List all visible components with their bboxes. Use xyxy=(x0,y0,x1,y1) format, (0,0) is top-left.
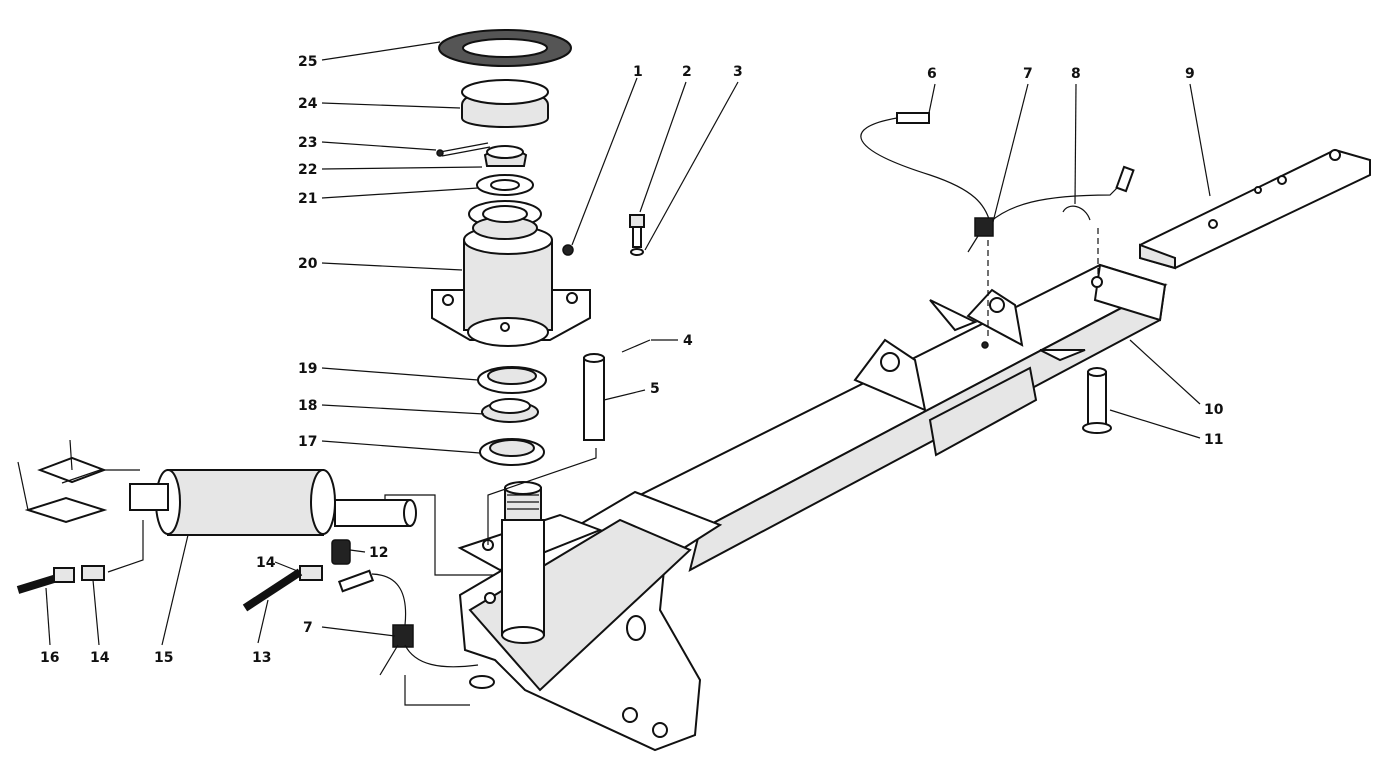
hydraulic-hose xyxy=(242,568,303,612)
cotter-pin-small xyxy=(621,339,651,353)
callout-20: 20 xyxy=(298,256,318,272)
adapter-fitting xyxy=(299,565,323,581)
adapter-fitting-2 xyxy=(81,565,105,581)
callout-17: 17 xyxy=(298,434,317,450)
callout-13: 13 xyxy=(252,650,271,666)
callout-16: 16 xyxy=(40,650,59,666)
hydraulic-cylinder xyxy=(129,469,417,536)
callout-9: 9 xyxy=(1185,66,1195,82)
callout-24: 24 xyxy=(298,96,318,112)
assembly-path-7 xyxy=(404,675,470,706)
spindle-shaft xyxy=(501,481,545,644)
wire-harness-upper xyxy=(860,112,1135,253)
callout-5: 5 xyxy=(650,381,660,397)
mounting-plate xyxy=(1139,148,1371,270)
felt-seal xyxy=(438,29,572,67)
cylinder-mount-bracket xyxy=(17,439,108,524)
callout-8: 8 xyxy=(1071,66,1081,82)
callout-14-right: 14 xyxy=(256,555,276,571)
spindle-bracket xyxy=(457,490,723,752)
wheel-hub xyxy=(431,225,591,347)
upper-bearing xyxy=(468,200,542,240)
callout-14-left: 14 xyxy=(90,650,110,666)
callout-10: 10 xyxy=(1204,402,1224,418)
callout-11: 11 xyxy=(1204,432,1223,448)
assembly-path-6 xyxy=(61,469,140,484)
callout-18: 18 xyxy=(298,398,317,414)
callout-4: 4 xyxy=(683,333,693,349)
callout-7-lower: 7 xyxy=(303,620,313,636)
slotted-nut xyxy=(483,145,528,167)
axle-frame-beam xyxy=(627,263,1168,572)
callout-1: 1 xyxy=(633,64,643,80)
callout-3: 3 xyxy=(733,64,743,80)
dust-cap xyxy=(461,79,549,128)
assembly-path-4 xyxy=(487,448,597,545)
callout-6: 6 xyxy=(927,66,937,82)
callout-25: 25 xyxy=(298,54,317,70)
bearing-cup-upper xyxy=(477,366,547,394)
elbow-fitting xyxy=(331,539,351,565)
callout-23: 23 xyxy=(298,135,317,151)
hex-bolt xyxy=(629,214,645,248)
lock-washer xyxy=(630,248,644,256)
callout-7-upper: 7 xyxy=(1023,66,1033,82)
cotter-pin xyxy=(436,142,491,157)
bearing-cup-lower xyxy=(479,438,545,466)
callout-15: 15 xyxy=(154,650,173,666)
callout-19: 19 xyxy=(298,361,317,377)
assembly-path-3 xyxy=(384,494,495,576)
clevis-pin xyxy=(1082,367,1112,434)
callout-2: 2 xyxy=(682,64,692,80)
bearing-cone xyxy=(481,398,539,423)
callout-22: 22 xyxy=(298,162,317,178)
callout-12: 12 xyxy=(369,545,388,561)
assembly-path-5 xyxy=(107,520,144,573)
pivot-pin xyxy=(583,353,605,441)
callout-21: 21 xyxy=(298,191,317,207)
grease-fitting xyxy=(562,244,574,256)
leader-lines xyxy=(45,41,1211,646)
